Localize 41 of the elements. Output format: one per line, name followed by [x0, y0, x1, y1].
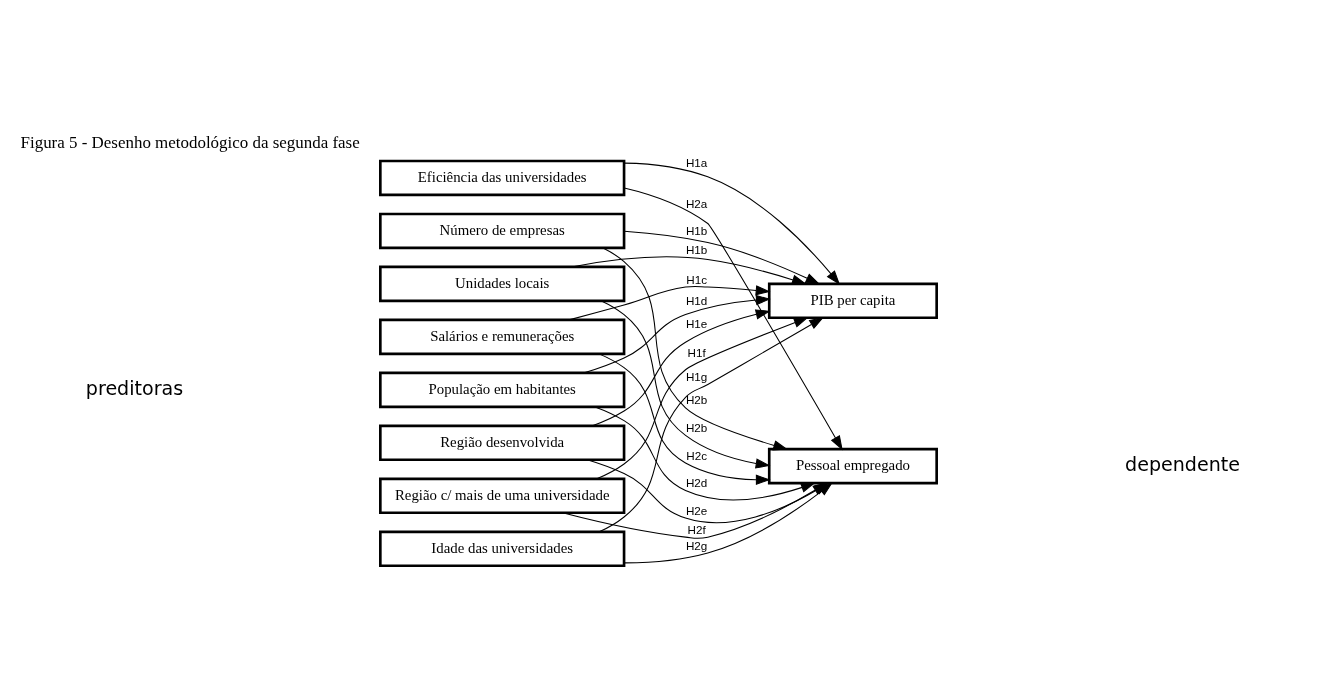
edge-label: H1b: [685, 243, 708, 257]
arrow: [583, 294, 771, 374]
arrow: [602, 247, 789, 451]
arrow: [591, 309, 771, 427]
node-box: PIB per capita: [767, 282, 938, 320]
edge-label: H2b: [685, 421, 708, 435]
node-box: Região c/ mais de uma universidade: [379, 477, 626, 515]
edge-label: H1d: [685, 293, 708, 307]
arrow: [623, 230, 821, 285]
arrow: [594, 406, 816, 501]
edge-label: H2g: [685, 538, 708, 552]
edge-label: H2d: [685, 476, 708, 490]
node-box: Unidades locais: [379, 265, 626, 303]
arrow: [596, 317, 809, 480]
edge-label: H1e: [685, 317, 708, 331]
node-box: Salários e remunerações: [379, 318, 626, 356]
edge-label: H1a: [685, 156, 708, 170]
diagram-title: Figura 5 - Desenho metodológico da segunda fase: [20, 133, 360, 153]
node-box: Região desenvolvida: [379, 424, 626, 462]
node-box: Eficiência das universidades: [379, 159, 626, 197]
node-box: Número de empresas: [379, 212, 626, 250]
arrow: [598, 317, 825, 533]
edge-label: H1c: [686, 272, 707, 286]
edge-label: H1g: [685, 370, 708, 384]
edge-label: H1b: [685, 223, 708, 237]
node-box: População em habitantes: [379, 371, 626, 409]
edge-label: H1f: [687, 345, 706, 359]
arrow: [623, 187, 843, 451]
arrow: [598, 353, 771, 485]
label: dependente: [1125, 452, 1240, 475]
node-box: Pessoal empregado: [767, 447, 938, 485]
arrow: [571, 256, 807, 285]
edge-label: H2b: [685, 393, 708, 407]
arrow: [600, 300, 771, 469]
edge-label: H2e: [685, 503, 708, 517]
arrow: [623, 162, 841, 286]
label: preditoras: [85, 376, 184, 399]
edge-label: H2f: [687, 522, 706, 536]
edge-label: H2c: [686, 448, 707, 462]
node-box: Idade das universidades: [379, 530, 626, 568]
edge-label: H2a: [685, 197, 708, 211]
